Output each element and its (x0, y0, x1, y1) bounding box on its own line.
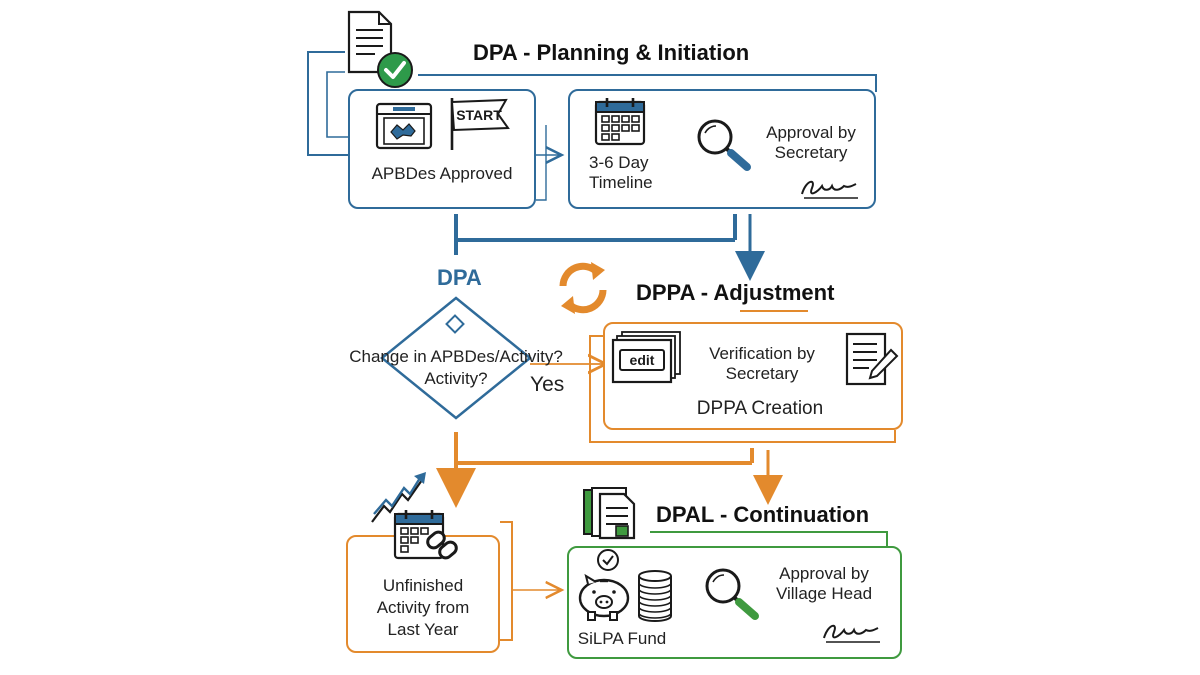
signature-icon (796, 176, 862, 202)
adjustment-title: DPPA - Adjustment (636, 280, 835, 305)
magnifier-green-icon (703, 566, 761, 620)
dppa-creation-label: DPPA Creation (696, 398, 824, 419)
edit-stack-icon: edit (611, 330, 684, 384)
unfinished-line3: Last Year (387, 620, 459, 639)
check-badge-icon (596, 548, 620, 572)
top-loop-line (307, 51, 350, 156)
approval-secretary-line1: Approval by (766, 123, 856, 142)
unfinished-line1: Unfinished (382, 576, 464, 595)
approval-village-line1: Approval by (779, 564, 869, 583)
start-flag-text: START (456, 107, 502, 123)
unfinished-line2: Activity from (376, 598, 470, 617)
adjustment-frame-line (589, 335, 896, 443)
refresh-cycle-icon (553, 258, 613, 318)
signature-village-icon (818, 620, 884, 646)
continuation-frame-line (650, 531, 888, 548)
edit-text: edit (630, 352, 655, 368)
dpa-label: DPA (437, 265, 482, 290)
timeline-label-line2: Timeline (589, 173, 653, 192)
document-check-icon (345, 10, 420, 90)
planning-shadow (536, 125, 547, 201)
piggy-bank-icon (574, 572, 632, 622)
calendar-icon (594, 96, 646, 146)
magnifier-icon (695, 117, 753, 171)
map-window-icon (375, 102, 433, 150)
planning-title: DPA - Planning & Initiation (473, 40, 750, 65)
coin-stack-icon (635, 568, 675, 624)
approval-secretary-line2: Secretary (774, 143, 848, 162)
decision-question-line1: Change in APBDes/Activity? (349, 347, 563, 366)
timeline-label-line1: 3-6 Day (589, 153, 649, 172)
document-stack-icon (580, 486, 646, 540)
decision-diamond (380, 296, 532, 420)
left-frame-line (326, 71, 350, 138)
trend-arrow-icon (368, 470, 432, 526)
start-flag-icon: START (448, 96, 514, 152)
yes-label: Yes (530, 373, 565, 396)
top-frame-line (418, 74, 877, 92)
unfinished-frame-line (500, 521, 513, 641)
silpa-fund-label: SiLPA Fund (577, 629, 667, 648)
approval-village-line2: Village Head (775, 584, 873, 603)
decision-question-line2: Activity? (424, 369, 488, 388)
calendar-link-icon (393, 508, 467, 564)
apbdes-approved-label: APBDes Approved (371, 164, 513, 183)
verification-line1: Verification by (709, 344, 815, 363)
diamond-small-mark (445, 314, 465, 334)
verification-line2: Secretary (725, 364, 799, 383)
continuation-title: DPAL - Continuation (656, 502, 870, 527)
document-pen-icon (843, 332, 899, 386)
